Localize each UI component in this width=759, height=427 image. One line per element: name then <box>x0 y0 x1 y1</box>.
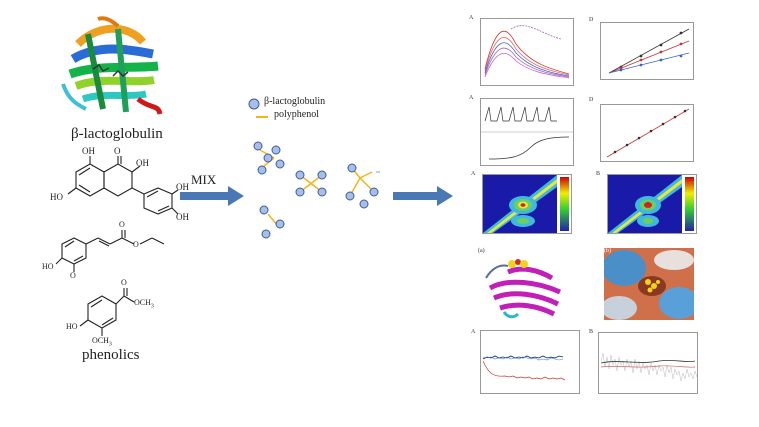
docking-surface-panel: (b) <box>604 248 694 320</box>
ester-o-label: O <box>119 220 125 229</box>
rmsf-panel: B <box>589 329 698 394</box>
panel-letter: A <box>471 171 476 177</box>
result-arrow <box>393 186 453 206</box>
docking-ribbon-panel: (a) <box>478 248 570 320</box>
ester-methoxy-label: OCH3 <box>134 298 154 310</box>
polyphenol-legend-icon <box>256 116 268 118</box>
oh-label: OH <box>136 158 149 168</box>
panel-letter: B <box>596 171 601 177</box>
protein-label: β-lactoglobulin <box>71 126 163 142</box>
ho-label: HO <box>42 262 54 271</box>
itc-panel: A <box>469 95 574 166</box>
carbonyl-o-label: O <box>121 278 127 287</box>
ho-label: HO <box>66 322 78 331</box>
phenolics-label: phenolics <box>82 347 140 363</box>
mix-arrow <box>180 186 244 206</box>
stern-volmer-panel: D <box>589 17 694 80</box>
panel-letter: (a) <box>478 248 485 254</box>
contour-map-a-panel: A <box>471 171 572 234</box>
fluorescence-spectra-panel: A <box>469 15 574 86</box>
legend-polyphenol-label: polyphenol <box>274 109 319 120</box>
panel-letter: (b) <box>604 248 611 254</box>
methoxy-label: OCH3 <box>92 336 112 348</box>
carbonyl-o-label: O <box>114 146 121 156</box>
oh-label: OH <box>176 212 189 222</box>
mix-label: MIX <box>191 172 217 187</box>
panel-letter: D <box>589 97 594 103</box>
legend-protein-label: β-lactoglobulin <box>264 96 326 107</box>
panel-letter: A <box>469 95 474 101</box>
protein-structure-image <box>58 14 168 126</box>
rmsd-panel: A <box>471 329 580 394</box>
ho-label: HO <box>50 192 63 202</box>
vanillate-structure: O OCH3 HO OCH3 <box>62 278 172 350</box>
oh-label: OH <box>176 182 189 192</box>
contour-map-b-panel: B <box>596 171 697 234</box>
methoxy-o-label: O <box>70 271 76 280</box>
panel-letter: D <box>589 17 594 23</box>
panel-letter: B <box>589 329 594 335</box>
flavonoid-structure: OH O OH HO OH OH <box>38 144 189 226</box>
protein-legend-icon <box>248 98 260 110</box>
ester-o-label: O <box>133 240 139 249</box>
legend: β-lactoglobulin polyphenol <box>248 95 368 135</box>
panel-letter: A <box>469 15 474 21</box>
ferulate-structure: O O HO O <box>42 220 178 280</box>
panel-letter: A <box>471 329 476 335</box>
oh-label: OH <box>82 146 95 156</box>
linear-fit-panel: D <box>589 97 694 162</box>
complex-diagram <box>240 130 390 250</box>
